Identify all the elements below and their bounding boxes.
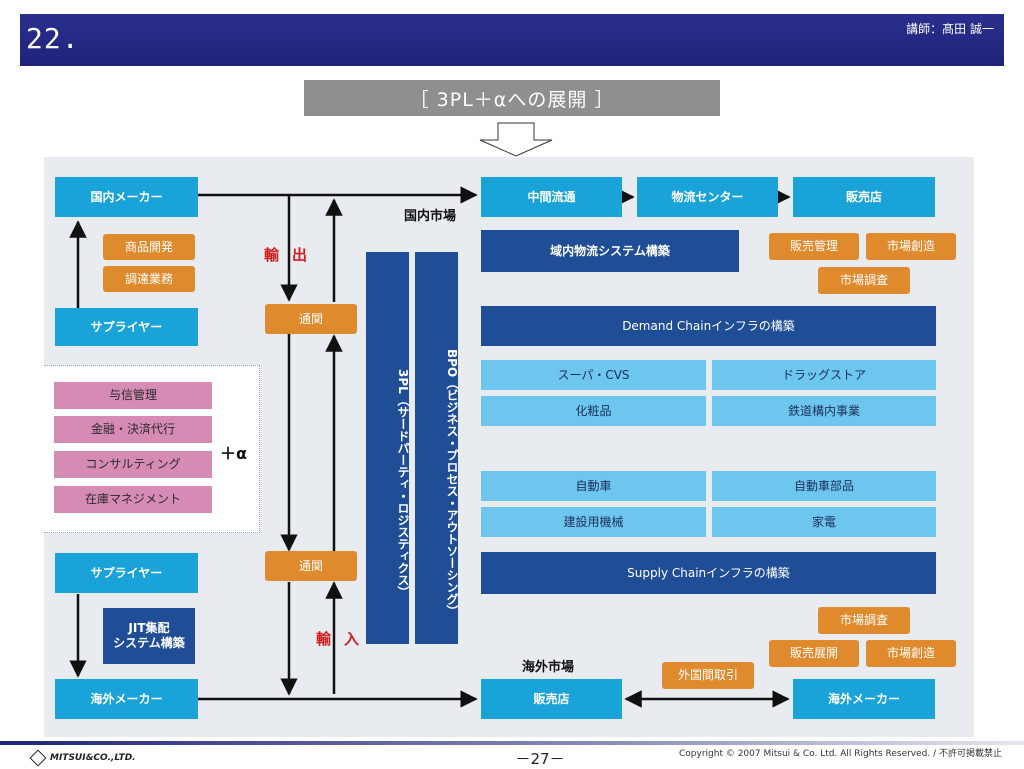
customs-top-box: 通関 xyxy=(265,304,357,334)
plus-alpha-label: ＋α xyxy=(220,444,247,463)
retailer-top-box: 販売店 xyxy=(793,177,935,217)
company-logo: MITSUI&CO.,LTD. xyxy=(29,749,136,767)
overseas-maker-right-box: 海外メーカー xyxy=(793,679,935,719)
finance-settlement-box: 金融・決済代行 xyxy=(54,416,212,443)
credit-management-box: 与信管理 xyxy=(54,382,212,409)
slide-number: 22. xyxy=(26,22,80,55)
product-development-box: 商品開発 xyxy=(103,234,195,260)
overseas-market-label: 海外市場 xyxy=(522,660,575,675)
demand-chain-box: Demand Chainインフラの構築 xyxy=(481,306,936,346)
subtitle: ［ 3PL＋αへの展開 ］ xyxy=(304,80,720,116)
market-creation-top-box: 市場創造 xyxy=(866,233,956,260)
industry-home-appliances: 家電 xyxy=(712,507,936,537)
copyright-text: Copyright © 2007 Mitsui & Co. Ltd. All R… xyxy=(679,749,1002,759)
industry-construction-machinery: 建設用機械 xyxy=(481,507,706,537)
domestic-market-label: 国内市場 xyxy=(404,209,457,224)
domestic-maker-box: 国内メーカー xyxy=(55,177,198,217)
page-number: －27－ xyxy=(515,750,565,768)
import-label-1: 輸 xyxy=(316,630,332,648)
regional-logistics-box: 域内物流システム構築 xyxy=(481,230,739,272)
market-research-top-box: 市場調査 xyxy=(818,267,910,294)
industry-supermarket: スーパ・CVS xyxy=(481,360,706,390)
supply-chain-box: Supply Chainインフラの構築 xyxy=(481,552,936,594)
company-name: MITSUI&CO.,LTD. xyxy=(50,753,136,763)
diamond-icon xyxy=(29,749,47,767)
footer-bar xyxy=(0,741,1024,745)
industry-drugstore: ドラッグストア xyxy=(712,360,936,390)
retailer-bottom-box: 販売店 xyxy=(481,679,622,719)
sales-management-box: 販売管理 xyxy=(769,233,859,260)
header-bar xyxy=(20,14,1004,66)
sales-expansion-box: 販売展開 xyxy=(769,640,859,667)
wholesale-box: 中間流通 xyxy=(481,177,622,217)
overseas-maker-left-box: 海外メーカー xyxy=(55,679,198,719)
foreign-trade-box: 外国間取引 xyxy=(662,662,754,689)
consulting-box: コンサルティング xyxy=(54,451,212,478)
supplier-top-box: サプライヤー xyxy=(55,308,198,346)
bpo-bar: BPO（ビジネス・プロセス・アウトソーシング） xyxy=(415,252,459,644)
market-creation-bottom-box: 市場創造 xyxy=(866,640,956,667)
export-label-2: 出 xyxy=(292,246,308,264)
lecturer-name: 講師：髙田 誠一 xyxy=(906,22,994,36)
industry-cosmetics: 化粧品 xyxy=(481,396,706,426)
logistics-center-box: 物流センター xyxy=(637,177,778,217)
market-research-bottom-box: 市場調査 xyxy=(818,607,910,634)
threepl-bar: 3PL（サードパーティ・ロジスティクス） xyxy=(366,252,410,644)
procurement-box: 調達業務 xyxy=(103,266,195,292)
industry-automobile: 自動車 xyxy=(481,471,706,501)
industry-railway: 鉄道構内事業 xyxy=(712,396,936,426)
export-label-1: 輸 xyxy=(264,246,280,264)
inventory-management-box: 在庫マネジメント xyxy=(54,486,212,513)
customs-bottom-box: 通関 xyxy=(265,551,357,581)
supplier-bottom-box: サプライヤー xyxy=(55,553,198,593)
jit-system-box: JIT集配 システム構築 xyxy=(103,608,195,664)
industry-auto-parts: 自動車部品 xyxy=(712,471,936,501)
import-label-2: 入 xyxy=(344,630,360,648)
